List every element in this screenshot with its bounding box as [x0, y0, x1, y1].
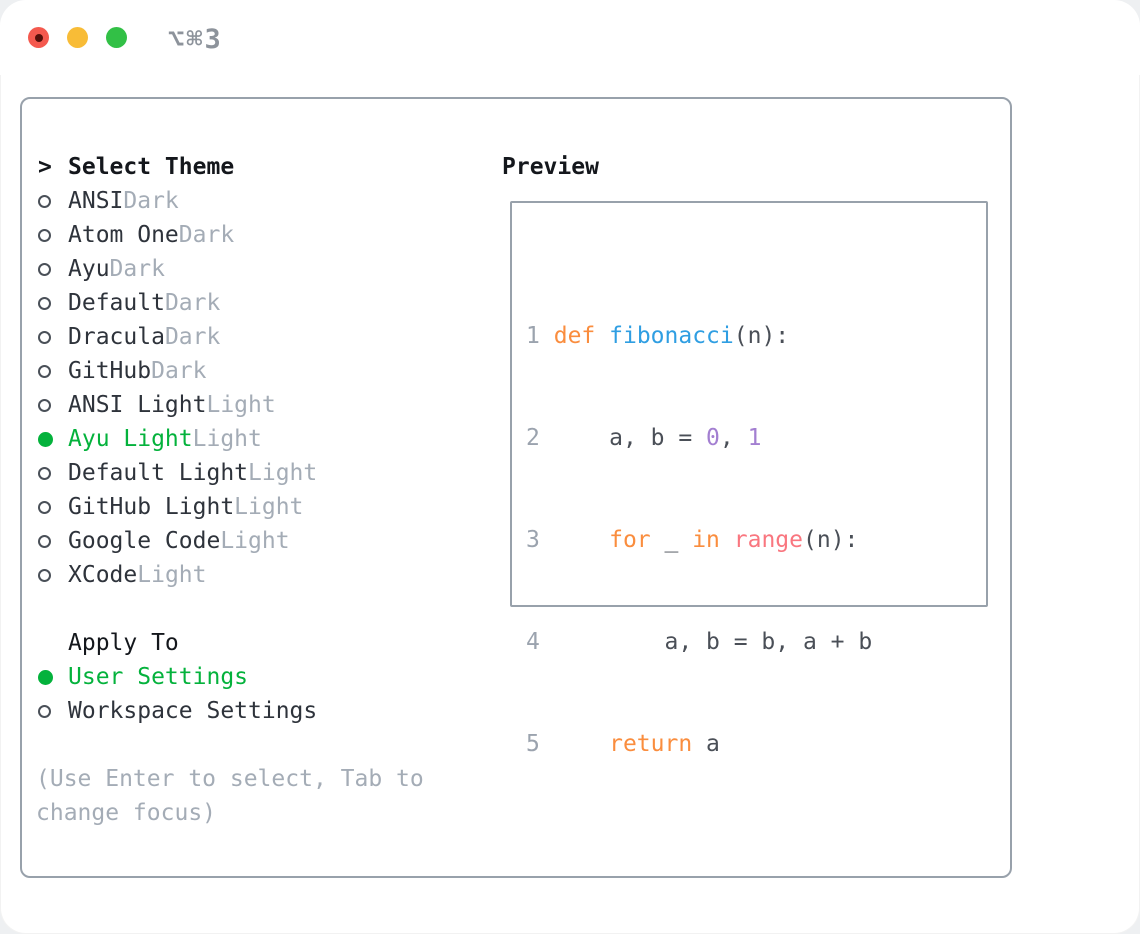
code-blank-line — [526, 829, 955, 863]
radio-icon — [38, 704, 51, 718]
close-button[interactable] — [28, 27, 49, 48]
help-text-line2: change focus) — [36, 800, 217, 826]
radio-icon — [38, 534, 51, 548]
radio-icon — [38, 194, 51, 208]
minimize-button[interactable] — [67, 27, 88, 48]
select-theme-header: > Select Theme — [38, 150, 234, 184]
radio-icon — [38, 568, 51, 582]
radio-icon — [38, 364, 51, 378]
zoom-button[interactable] — [106, 27, 127, 48]
radio-icon — [38, 500, 51, 514]
preview-pane: 1 def fibonacci(n): 2 a, b = 0, 1 3 for … — [510, 201, 988, 757]
title-bar: ⌥⌘3 — [0, 0, 1140, 75]
code-line: 3 for _ in range(n): — [526, 527, 859, 553]
radio-icon — [38, 262, 51, 276]
radio-selected-icon — [38, 431, 53, 447]
select-theme-title: Select Theme — [68, 154, 235, 180]
code-line: 4 a, b = b, a + b — [526, 629, 873, 655]
apply-option-user-settings[interactable]: User Settings — [38, 660, 248, 694]
help-text-line1: (Use Enter to select, Tab to — [36, 766, 424, 792]
radio-icon — [38, 398, 51, 412]
radio-icon — [38, 466, 51, 480]
prompt-caret: > — [38, 154, 52, 180]
apply-to-header: Apply To — [68, 630, 179, 656]
code-line: 5 return a — [526, 731, 720, 757]
apply-option-workspace-settings[interactable]: Workspace Settings — [38, 694, 317, 728]
radio-icon — [38, 296, 51, 310]
radio-icon — [38, 228, 51, 242]
radio-icon — [38, 330, 51, 344]
code-line: 2 a, b = 0, 1 — [526, 425, 762, 451]
code-line: 1 def fibonacci(n): — [526, 323, 790, 349]
preview-title: Preview — [502, 154, 599, 180]
traffic-lights — [28, 27, 127, 48]
code-preview: 1 def fibonacci(n): 2 a, b = 0, 1 3 for … — [526, 251, 955, 934]
radio-selected-icon — [38, 669, 53, 685]
window-title: ⌥⌘3 — [168, 24, 223, 55]
